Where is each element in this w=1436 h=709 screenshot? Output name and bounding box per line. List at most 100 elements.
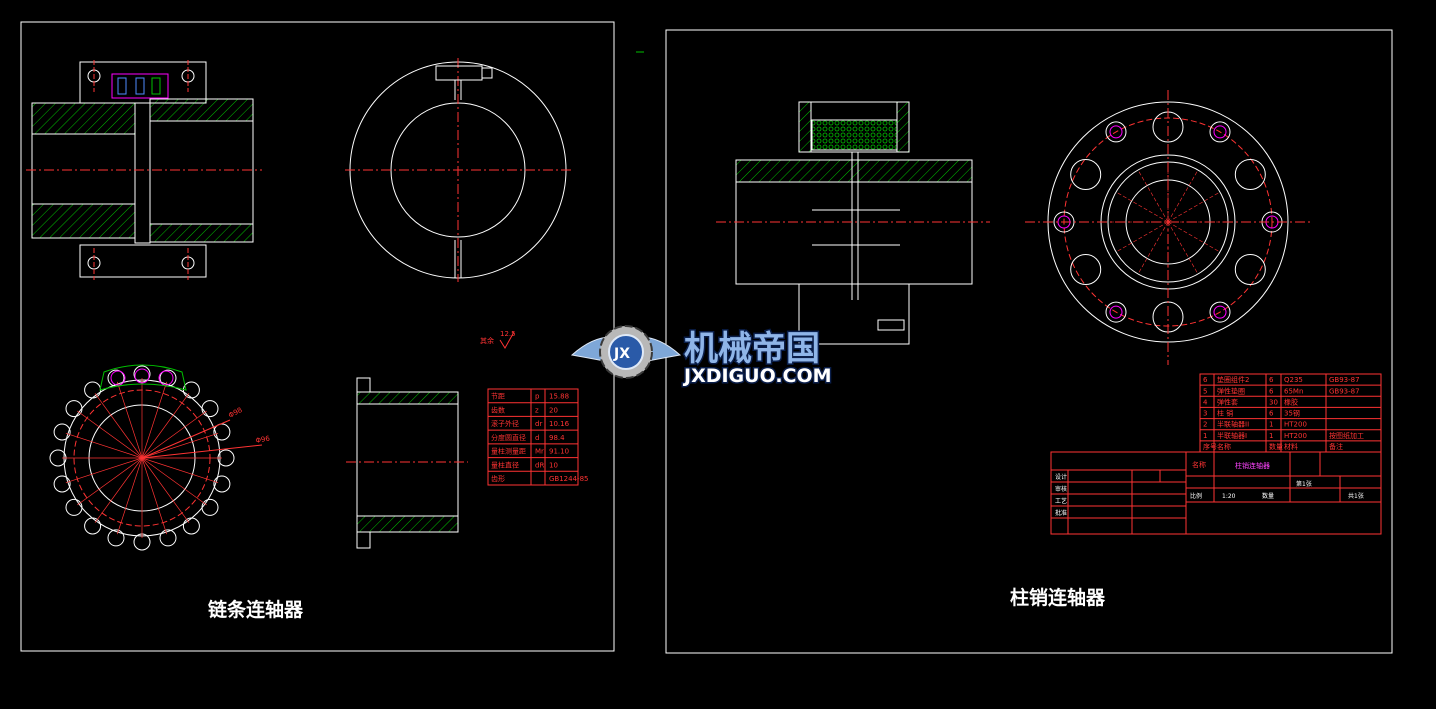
pin-hole-inner: [1213, 125, 1227, 139]
bolt-hole: [1070, 159, 1102, 190]
parts-cell-qty: 6: [1269, 410, 1274, 418]
title-block-approver: 批准: [1055, 509, 1067, 517]
parts-cell-name: 垫圈组件2: [1217, 375, 1249, 384]
parts-cell-qty: 1: [1269, 421, 1273, 429]
bolt-hole: [1234, 159, 1266, 190]
sprocket-ray: [94, 393, 143, 459]
bolt-hole: [1234, 254, 1266, 285]
pin-hole: [1209, 121, 1231, 143]
parts-cell-qty: 6: [1269, 387, 1274, 395]
param-symbol: Mr: [535, 448, 544, 456]
sprocket-tooth: [107, 529, 125, 547]
sprocket-ray: [141, 432, 219, 459]
title-block-sheet-label: 共1张: [1348, 492, 1364, 500]
param-name: 齿数: [491, 405, 505, 414]
parts-cell-name: 名称: [1217, 442, 1231, 451]
param-name: 节距: [491, 393, 505, 401]
sprocket-ray: [141, 381, 168, 459]
pin-ray: [1167, 191, 1221, 223]
chain-coupling-end-view: [345, 58, 572, 282]
param-value: 91.10: [549, 448, 569, 456]
sprocket-tooth: [65, 498, 83, 516]
param-symbol: z: [535, 406, 539, 414]
pin-hole-inner: [1109, 305, 1123, 319]
sprocket-ray: [65, 432, 143, 459]
hub-section-view: [346, 377, 468, 549]
bolt-hole: [1070, 254, 1102, 285]
parts-cell-material: 65Mn: [1284, 387, 1303, 395]
parts-cell-no: 1: [1203, 432, 1207, 440]
sprocket-center-lines: [62, 378, 222, 538]
param-name: 量柱直径: [491, 460, 519, 469]
sprocket-ray: [141, 457, 219, 484]
sprocket-ray: [141, 457, 190, 523]
parts-cell-name: 柱 销: [1217, 409, 1233, 418]
sprocket-ray: [116, 457, 143, 535]
roughness-label: 其余: [480, 336, 494, 345]
pin-center-lines: [1108, 162, 1228, 282]
dim-diameter-1: Φ98: [227, 406, 243, 420]
param-value: 10.16: [549, 420, 570, 428]
param-value: 20: [549, 406, 558, 414]
param-value: 98.4: [549, 434, 565, 442]
right-sheet-title: 柱销连轴器: [1010, 586, 1106, 609]
parts-cell-name: 弹性垫圈: [1217, 386, 1245, 395]
sprocket-tooth: [182, 517, 200, 535]
pin-coupling-section-view: [716, 101, 990, 345]
title-block-process: 工艺: [1055, 497, 1067, 505]
pin-ray: [1115, 191, 1169, 223]
parts-cell-remark: GB93-87: [1329, 387, 1360, 395]
pin-hole: [1105, 301, 1127, 323]
parts-cell-name: 半联轴器II: [1217, 420, 1249, 429]
param-symbol: p: [535, 393, 540, 401]
chain-coupling-section-view: [26, 60, 262, 280]
pin-hole: [1209, 301, 1231, 323]
title-block-scale-value: 1:20: [1222, 493, 1236, 500]
parts-cell-remark: 备注: [1329, 442, 1343, 451]
sprocket-ray: [94, 457, 143, 523]
sprocket-ray: [77, 410, 143, 459]
param-name: 齿形: [491, 475, 505, 483]
parts-cell-material: HT200: [1284, 432, 1307, 440]
param-symbol: dR: [535, 461, 544, 469]
param-name: 滚子外径: [491, 419, 519, 428]
title-block-drawing-name: 柱销连轴器: [1235, 461, 1270, 470]
pin-hole-inner: [1109, 125, 1123, 139]
title-block-designer: 设计: [1055, 473, 1067, 481]
pin-ray: [1167, 221, 1221, 253]
param-symbol: dr: [535, 420, 542, 428]
parts-cell-material: HT200: [1284, 421, 1307, 429]
pin-ray: [1115, 221, 1169, 253]
param-name: 量柱测量距: [491, 447, 526, 456]
param-value: GB1244-85: [549, 475, 588, 483]
pin-ray: [1137, 221, 1169, 275]
title-block-qty-label: 数量: [1262, 492, 1274, 500]
parts-cell-remark: 按图纸加工: [1329, 431, 1364, 440]
sprocket-ray: [141, 393, 190, 459]
sprocket-tooth: [213, 475, 231, 493]
watermark-logo: JX 机械帝国 JXDIGUO.COM: [570, 325, 833, 389]
param-value: 15.88: [549, 393, 569, 401]
sprocket-ray: [65, 457, 143, 484]
parts-cell-qty: 1: [1269, 432, 1273, 440]
left-sheet-title: 链条连轴器: [208, 598, 304, 621]
parts-cell-remark: GB93-87: [1329, 376, 1360, 384]
pin-coupling-end-view: [1025, 90, 1310, 365]
title-block-unit-label: 名称: [1192, 460, 1206, 469]
parts-cell-material: Q235: [1284, 376, 1303, 384]
dim-diameter-2: Φ96: [255, 434, 271, 444]
sprocket-tooth: [53, 475, 71, 493]
parts-cell-material: 35钢: [1284, 409, 1300, 418]
parts-cell-qty: 30: [1269, 398, 1278, 406]
param-name: 分度圆直径: [491, 433, 526, 442]
parts-cell-no: 5: [1203, 387, 1207, 395]
sprocket-tooth: [201, 400, 219, 418]
parts-cell-qty: 6: [1269, 376, 1274, 384]
parts-cell-name: 半联轴器I: [1217, 431, 1247, 440]
pin-hole-inner: [1213, 305, 1227, 319]
